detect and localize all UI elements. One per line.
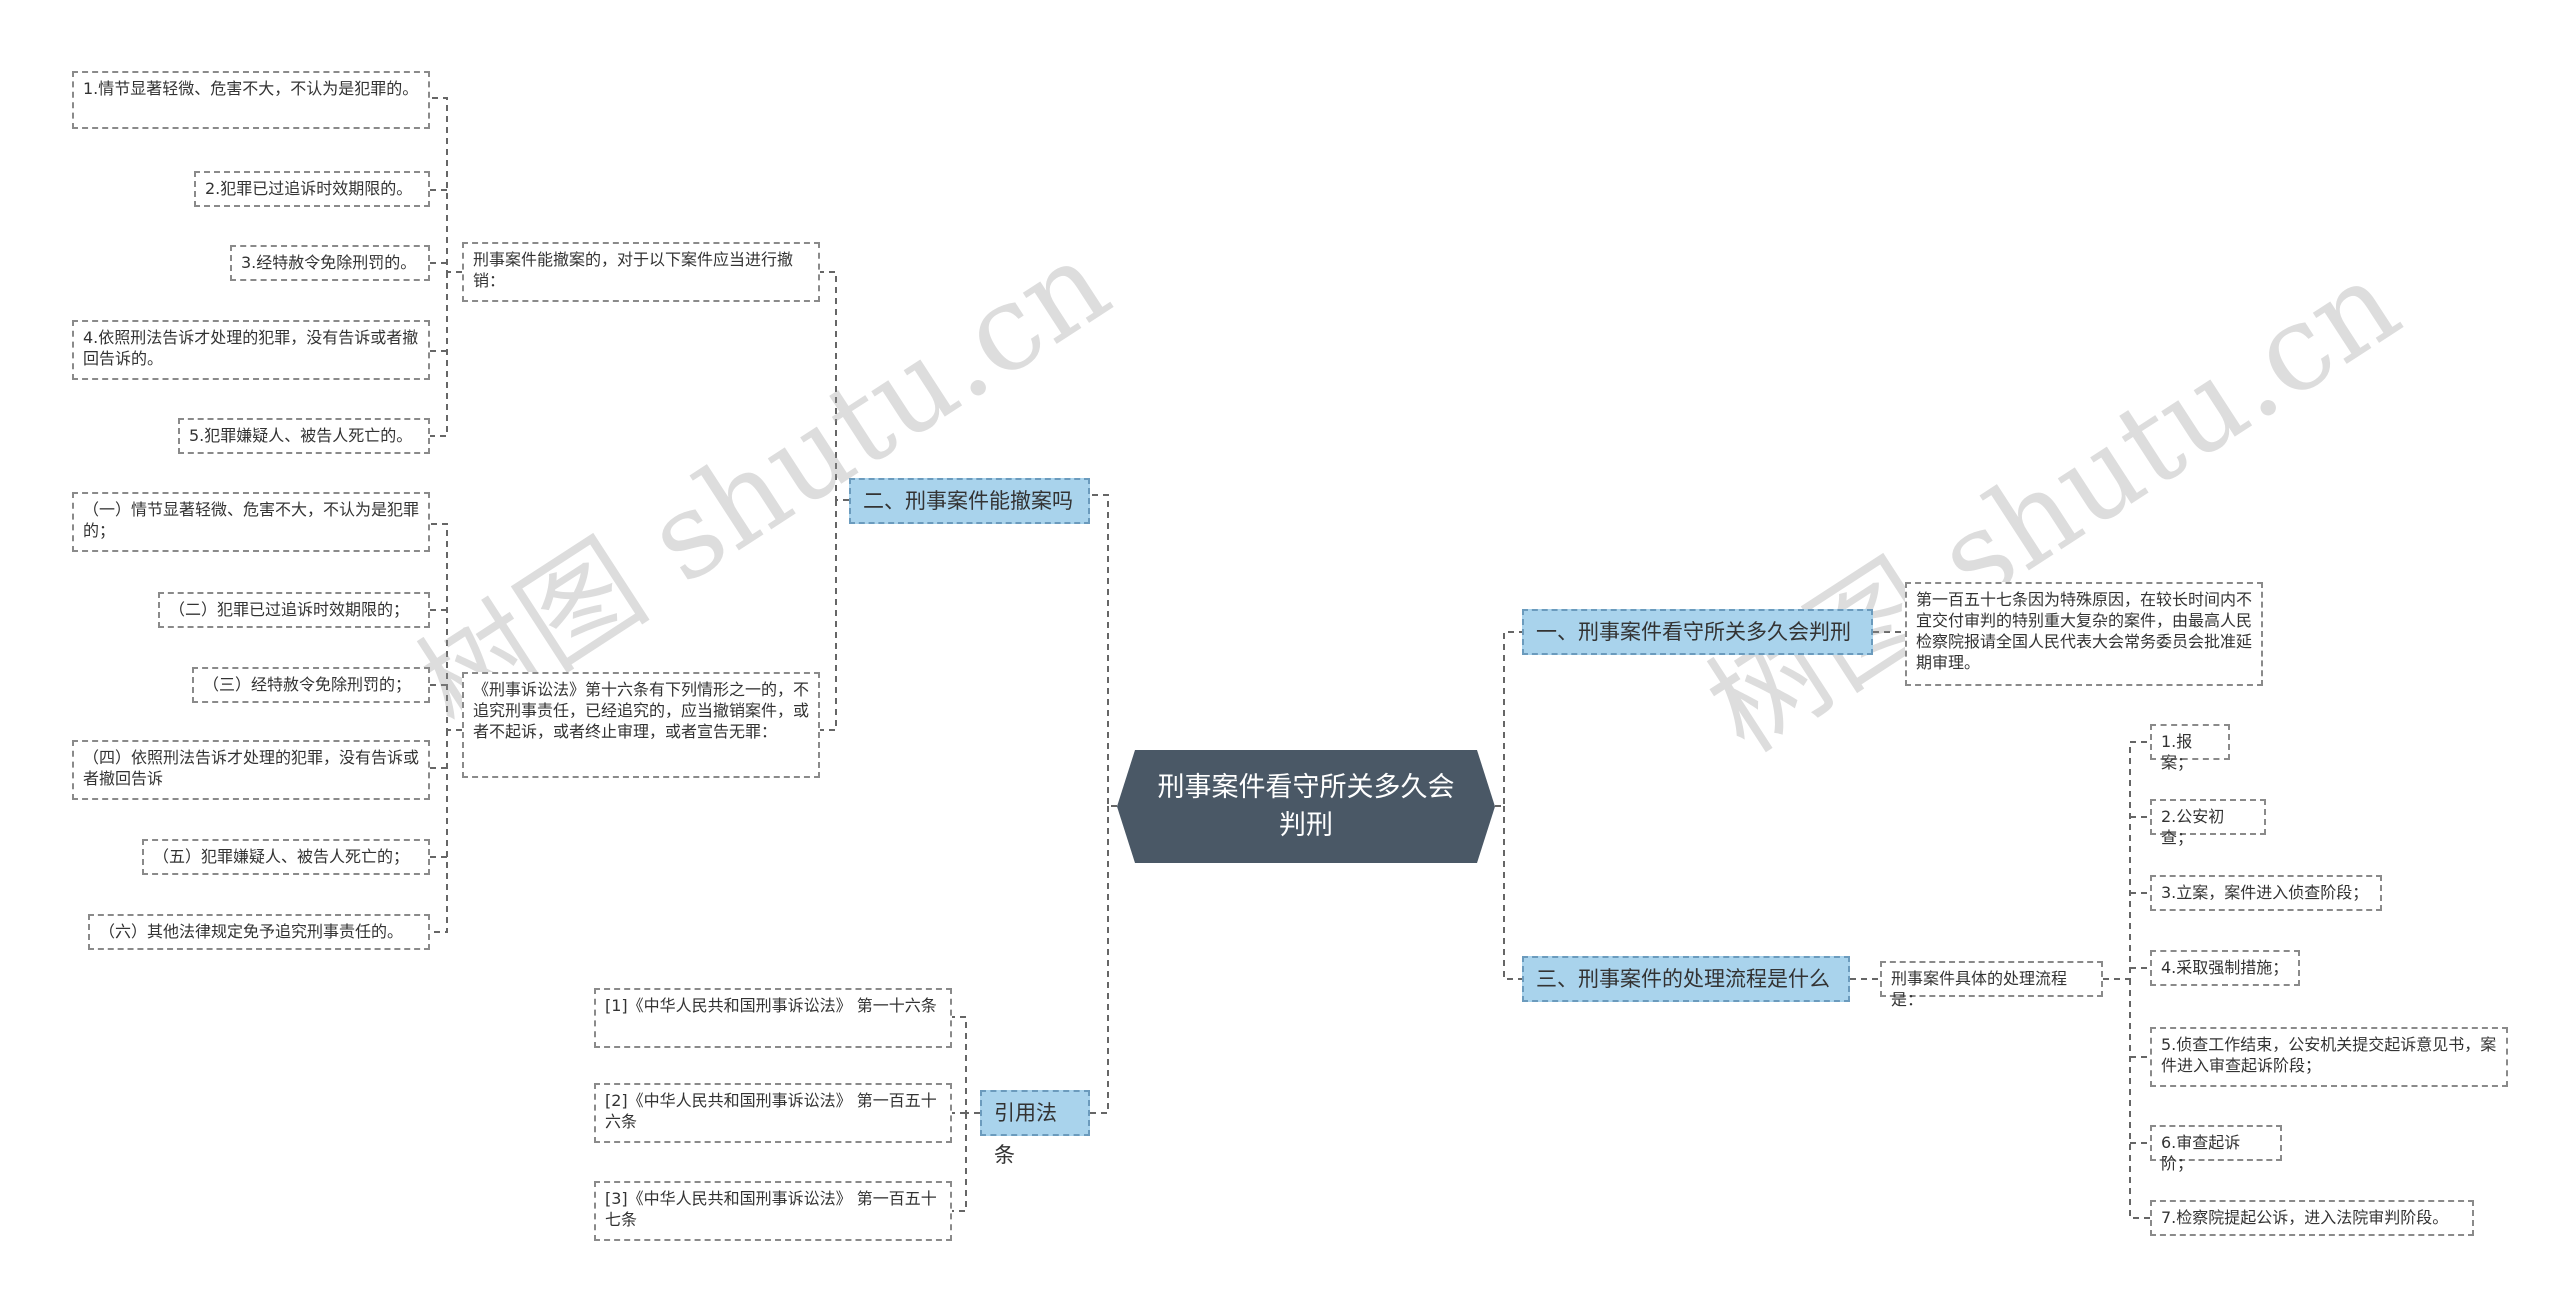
reference-item[interactable]: [3]《中华人民共和国刑事诉讼法》 第一百五十七条 [594, 1181, 952, 1241]
branch-label: 一、刑事案件看守所关多久会判刑 [1536, 620, 1851, 644]
reference-item[interactable]: [2]《中华人民共和国刑事诉讼法》 第一百五十六条 [594, 1083, 952, 1143]
branch-can-revoke[interactable]: 二、刑事案件能撤案吗 [849, 478, 1090, 524]
reference-item[interactable]: [1]《中华人民共和国刑事诉讼法》 第一十六条 [594, 988, 952, 1048]
list-item[interactable]: 2.犯罪已过追诉时效期限的。 [194, 171, 430, 207]
list-item[interactable]: （五）犯罪嫌疑人、被告人死亡的； [142, 839, 430, 875]
list-item[interactable]: 3.经特赦令免除刑罚的。 [230, 245, 430, 281]
root-node[interactable]: 刑事案件看守所关多久会判刑 [1117, 750, 1495, 863]
branch-label: 二、刑事案件能撤案吗 [863, 489, 1073, 513]
group-label: 刑事案件能撤案的，对于以下案件应当进行撤销： [473, 250, 794, 290]
process-step[interactable]: 3.立案，案件进入侦查阶段； [2150, 875, 2382, 911]
process-step[interactable]: 7.检察院提起公诉，进入法院审判阶段。 [2150, 1200, 2474, 1236]
group-revoke-conditions[interactable]: 刑事案件能撤案的，对于以下案件应当进行撤销： [462, 242, 820, 302]
list-item[interactable]: （一）情节显著轻微、危害不大，不认为是犯罪的； [72, 492, 430, 552]
list-item[interactable]: 1.情节显著轻微、危害不大，不认为是犯罪的。 [72, 71, 430, 129]
list-item[interactable]: （二）犯罪已过追诉时效期限的； [158, 592, 430, 628]
process-step[interactable]: 5.侦查工作结束，公安机关提交起诉意见书，案件进入审查起诉阶段； [2150, 1027, 2508, 1087]
branch-label: 引用法条 [994, 1101, 1057, 1167]
list-item[interactable]: （三）经特赦令免除刑罚的； [192, 667, 430, 703]
process-step[interactable]: 6.审查起诉阶； [2150, 1125, 2282, 1173]
group-label: 《刑事诉讼法》第十六条有下列情形之一的，不追究刑事责任，已经追究的，应当撤销案件… [473, 680, 810, 741]
process-step[interactable]: 4.采取强制措施； [2150, 950, 2300, 986]
process-step[interactable]: 2.公安初查； [2150, 799, 2266, 847]
list-item[interactable]: 4.依照刑法告诉才处理的犯罪，没有告诉或者撤回告诉的。 [72, 320, 430, 380]
list-item[interactable]: （六）其他法律规定免予追究刑事责任的。 [88, 914, 430, 950]
branch-label: 三、刑事案件的处理流程是什么 [1536, 967, 1830, 991]
branch-cited-laws[interactable]: 引用法条 [980, 1090, 1090, 1167]
list-item[interactable]: 5.犯罪嫌疑人、被告人死亡的。 [178, 418, 430, 454]
root-label: 刑事案件看守所关多久会判刑 [1157, 771, 1455, 841]
group-criminal-procedure-law-16[interactable]: 《刑事诉讼法》第十六条有下列情形之一的，不追究刑事责任，已经追究的，应当撤销案件… [462, 672, 820, 778]
process-intro[interactable]: 刑事案件具体的处理流程是： [1880, 961, 2103, 1009]
process-step[interactable]: 1.报案； [2150, 724, 2230, 772]
list-item[interactable]: （四）依照刑法告诉才处理的犯罪，没有告诉或者撤回告诉 [72, 740, 430, 800]
detail-note[interactable]: 第一百五十七条因为特殊原因，在较长时间内不宜交付审判的特别重大复杂的案件，由最高… [1905, 582, 2263, 686]
branch-handling-process[interactable]: 三、刑事案件的处理流程是什么 [1522, 956, 1850, 1002]
branch-detention-duration[interactable]: 一、刑事案件看守所关多久会判刑 [1522, 609, 1873, 655]
